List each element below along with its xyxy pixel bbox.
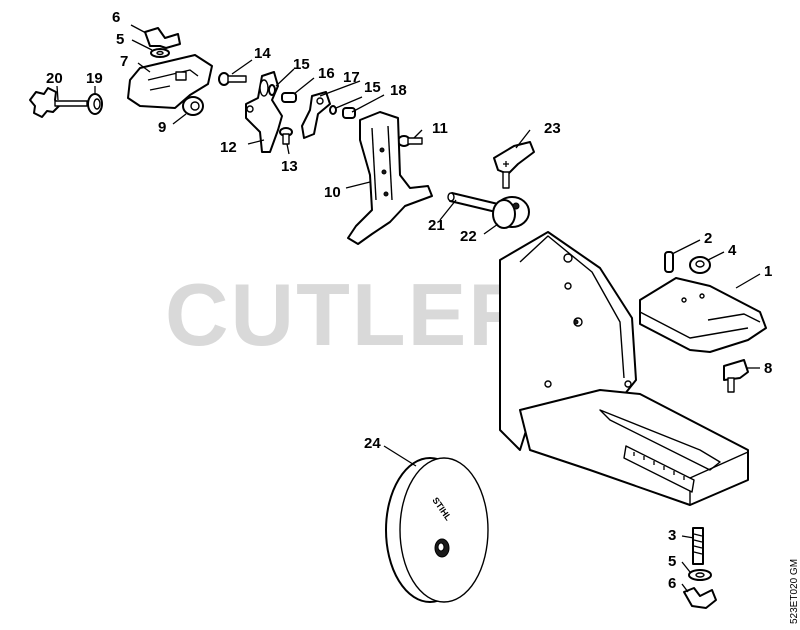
part-6-wing-nut-top bbox=[144, 27, 181, 49]
part-14-screw bbox=[218, 72, 247, 86]
part-20-knob-bolt bbox=[29, 87, 88, 118]
part-number-labels: 6 5 7 20 19 9 14 15 16 17 15 18 12 13 11… bbox=[46, 9, 772, 592]
part-13-screw bbox=[279, 127, 293, 145]
label-18: 18 bbox=[390, 82, 407, 99]
part-16-pin bbox=[281, 92, 297, 103]
drawing-code: 523ET020 GM bbox=[789, 559, 800, 624]
label-21: 21 bbox=[428, 217, 445, 234]
label-12: 12 bbox=[220, 139, 237, 156]
label-24: 24 bbox=[364, 435, 381, 452]
label-4: 4 bbox=[728, 242, 737, 259]
label-10: 10 bbox=[324, 184, 341, 201]
part-24-grinding-wheel: STIHL bbox=[385, 457, 489, 603]
part-1-clamp-plate bbox=[639, 277, 767, 353]
label-15-upper: 15 bbox=[293, 56, 310, 73]
label-7: 7 bbox=[120, 53, 128, 70]
label-19: 19 bbox=[86, 70, 103, 87]
part-4-nut bbox=[689, 256, 711, 274]
part-10-bracket bbox=[347, 111, 433, 245]
part-7-clamp-block bbox=[127, 54, 213, 109]
part-21-shaft bbox=[447, 192, 499, 213]
label-11: 11 bbox=[432, 120, 448, 137]
part-15-ring-lower bbox=[329, 105, 337, 115]
label-3: 3 bbox=[668, 527, 676, 544]
label-9: 9 bbox=[158, 119, 166, 136]
part-3-bolt bbox=[692, 527, 704, 565]
main-housing-frame bbox=[499, 231, 749, 506]
label-5-top: 5 bbox=[116, 31, 124, 48]
part-5-washer-bottom bbox=[688, 569, 712, 581]
part-11-screw bbox=[397, 135, 423, 147]
part-19-nut bbox=[87, 93, 103, 115]
part-18-pin bbox=[342, 107, 356, 119]
label-6-bottom: 6 bbox=[668, 575, 676, 592]
label-5-bottom: 5 bbox=[668, 553, 676, 570]
label-22: 22 bbox=[460, 228, 477, 245]
label-13: 13 bbox=[281, 158, 298, 175]
label-16: 16 bbox=[318, 65, 335, 82]
part-5-washer-top bbox=[150, 48, 170, 58]
part-8-screw bbox=[723, 359, 749, 393]
part-9-knurled-nut bbox=[182, 96, 204, 116]
label-2: 2 bbox=[704, 230, 712, 247]
label-1: 1 bbox=[764, 263, 772, 280]
label-6-top: 6 bbox=[112, 9, 120, 26]
part-23-thumb-screw bbox=[493, 141, 535, 189]
part-22-collar bbox=[492, 196, 530, 229]
label-20: 20 bbox=[46, 70, 63, 87]
label-14: 14 bbox=[254, 45, 271, 62]
part-2-pin bbox=[664, 251, 674, 273]
label-17: 17 bbox=[343, 69, 360, 86]
label-15-lower: 15 bbox=[364, 79, 381, 96]
part-15-ring-upper bbox=[268, 84, 276, 96]
label-23: 23 bbox=[544, 120, 561, 137]
label-8: 8 bbox=[764, 360, 772, 377]
leader-lines bbox=[56, 24, 761, 593]
part-6-wing-nut-bottom bbox=[683, 587, 717, 609]
part-17-lever bbox=[301, 91, 331, 139]
